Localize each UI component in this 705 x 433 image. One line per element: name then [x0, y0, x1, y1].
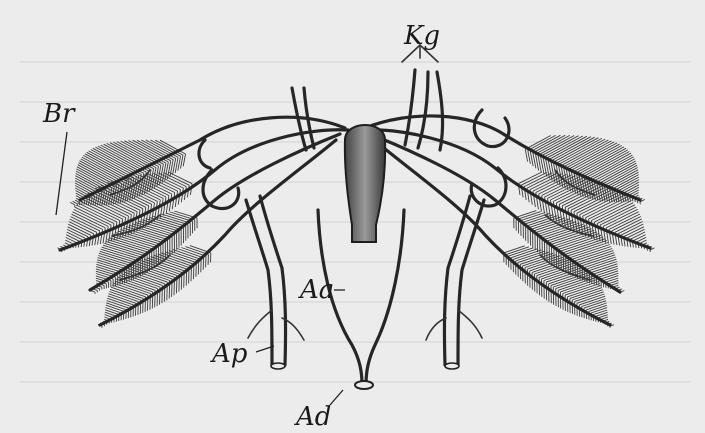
label-aa: Aa	[298, 275, 334, 305]
label-ad: Ad	[294, 402, 331, 432]
heart	[345, 125, 385, 242]
label-ap: Ap	[210, 339, 248, 369]
label-br: Br	[42, 99, 76, 129]
label-kg: Kg	[403, 21, 440, 51]
